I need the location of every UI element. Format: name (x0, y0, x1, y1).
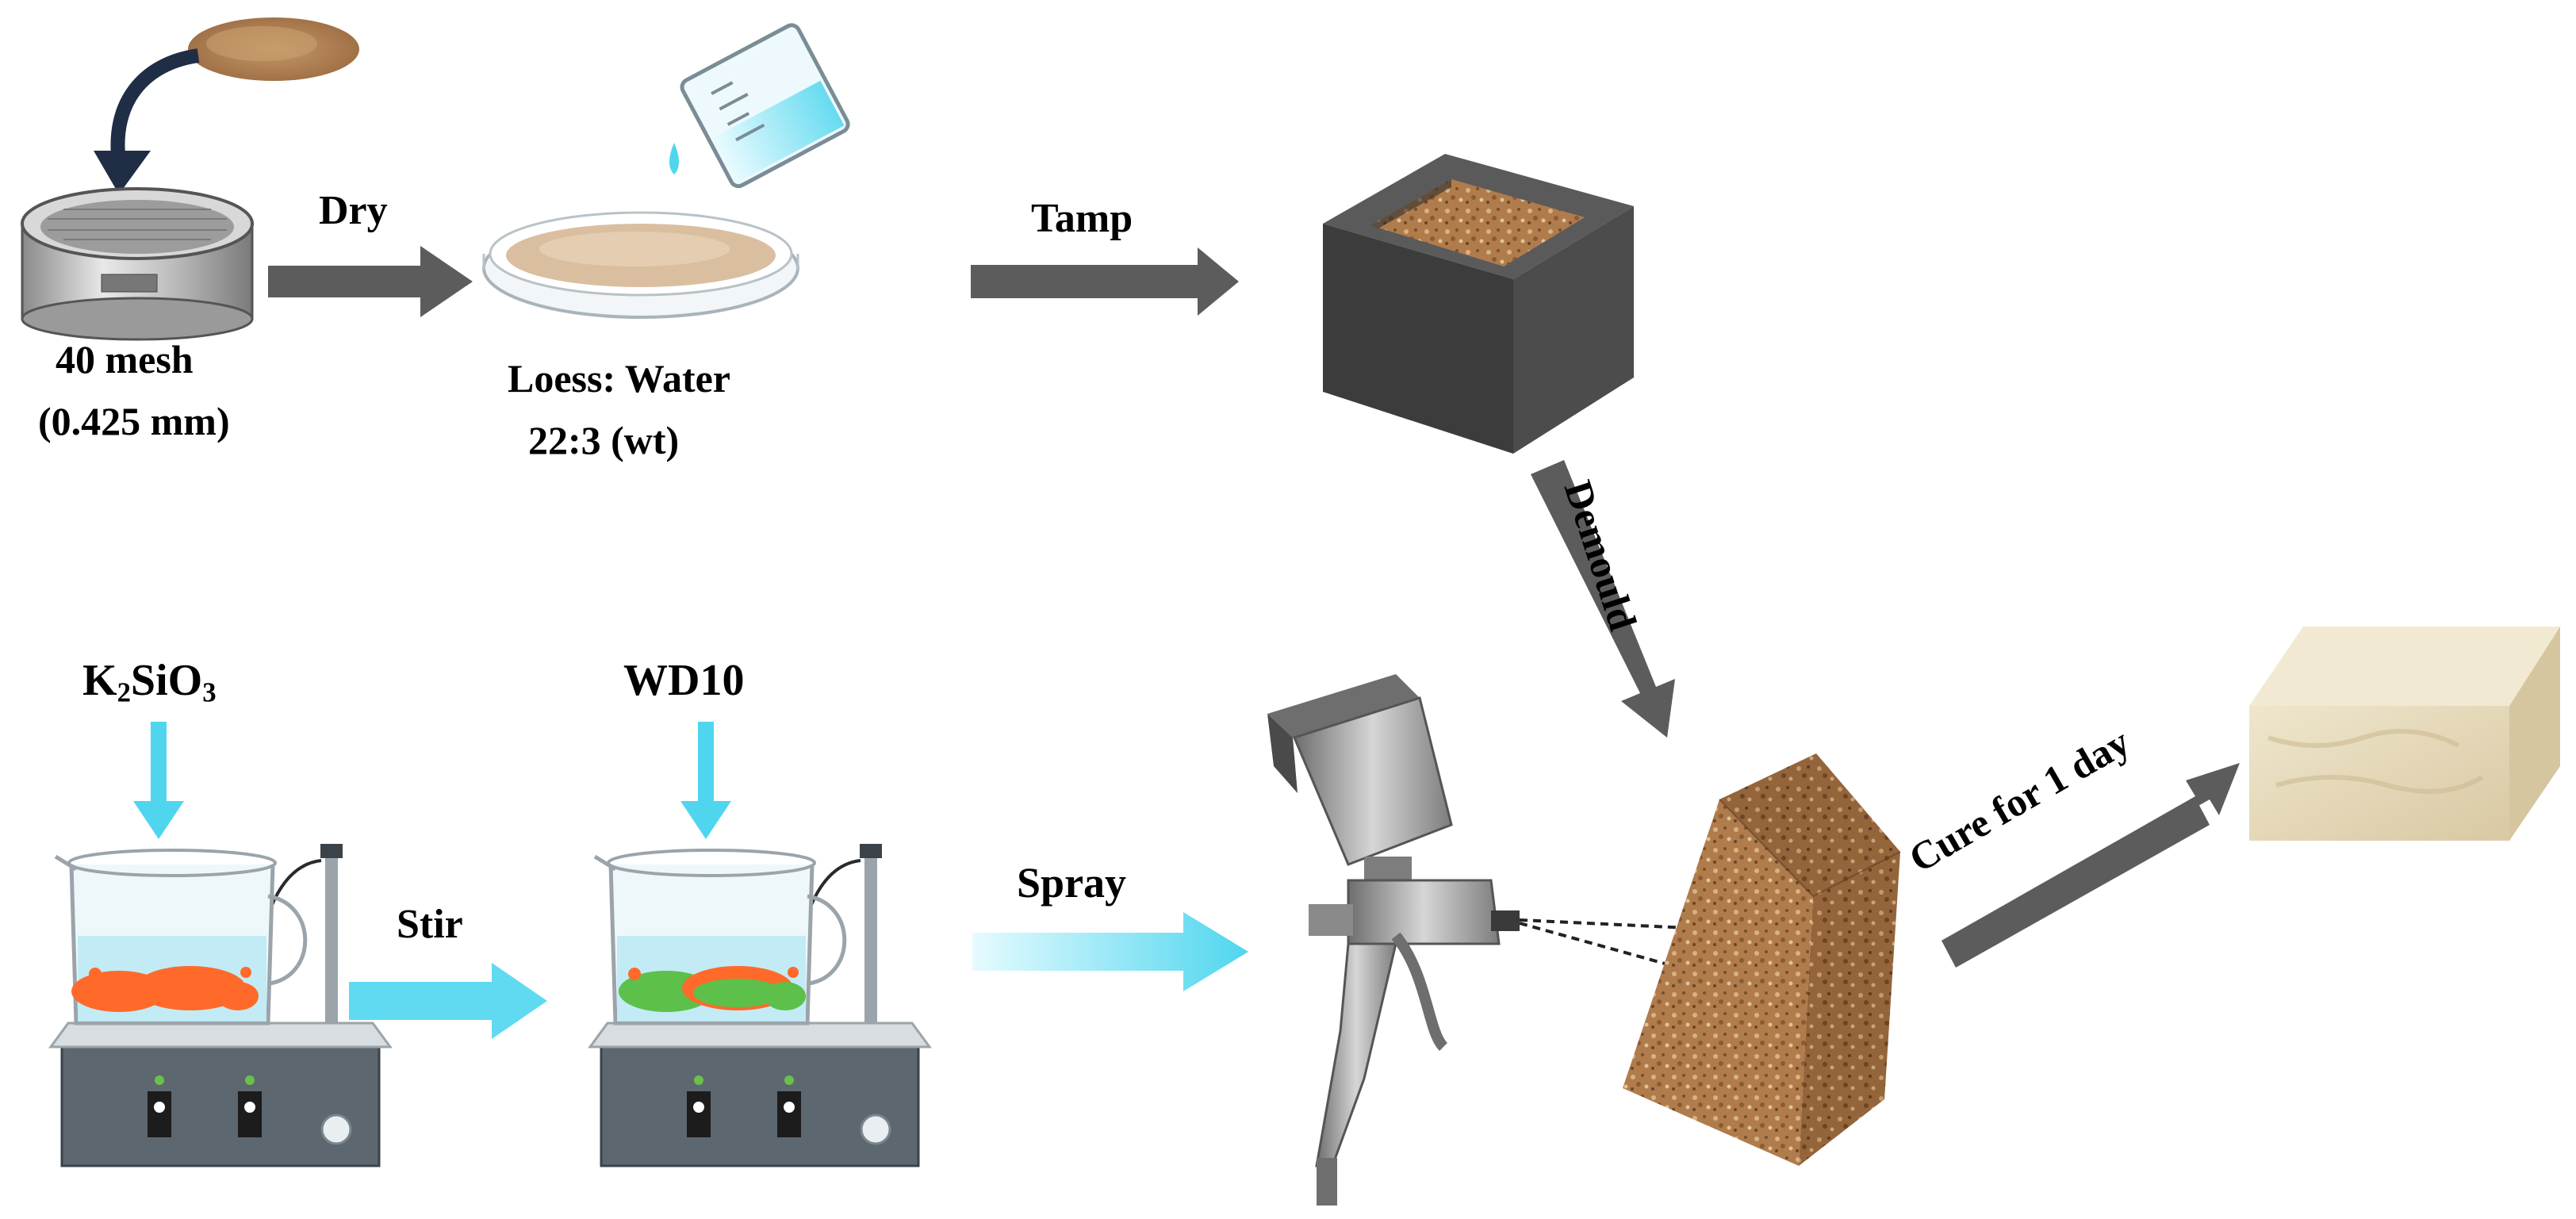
mix-label-line2: 22:3 (wt) (528, 418, 680, 462)
stir-label: Stir (397, 902, 463, 947)
sieve-label-line1: 40 mesh (56, 337, 194, 381)
petri-dish-icon (482, 211, 799, 319)
tamp-arrow (971, 247, 1239, 316)
dry-label: Dry (319, 188, 388, 233)
beaker-pour-icon (680, 23, 850, 189)
sieve-label-line2: (0.425 mm) (38, 399, 230, 443)
stirrer-icon (48, 844, 393, 1167)
potassium-silicate-particles (71, 966, 259, 1012)
mix-label-line1: Loess: Water (508, 356, 730, 401)
demould-arrow (1531, 460, 1675, 738)
water-drop (669, 143, 679, 174)
dry-arrow (268, 246, 473, 317)
cured-block-icon (2249, 627, 2560, 841)
reagent-arrow-1 (133, 722, 184, 839)
spray-lines (1519, 918, 1689, 968)
loess-pile-icon (188, 17, 359, 81)
mould-icon (1323, 154, 1634, 454)
spray-label: Spray (1017, 859, 1127, 907)
reagent-label-k2sio3: K2SiO3 (82, 656, 217, 708)
stir-arrow (349, 963, 547, 1039)
curved-arrow-icon (110, 48, 200, 164)
spray-gun-icon (1267, 674, 1520, 1206)
sieve-icon (21, 187, 254, 341)
stirrer-icon-2 (588, 844, 932, 1167)
wd10-particles (619, 966, 806, 1012)
tamp-label: Tamp (1031, 196, 1133, 241)
reagent-label-wd10: WD10 (623, 656, 745, 705)
spray-arrow (972, 912, 1248, 991)
reagent-arrow-2 (680, 722, 731, 839)
sample-block-icon (1623, 753, 1901, 1166)
